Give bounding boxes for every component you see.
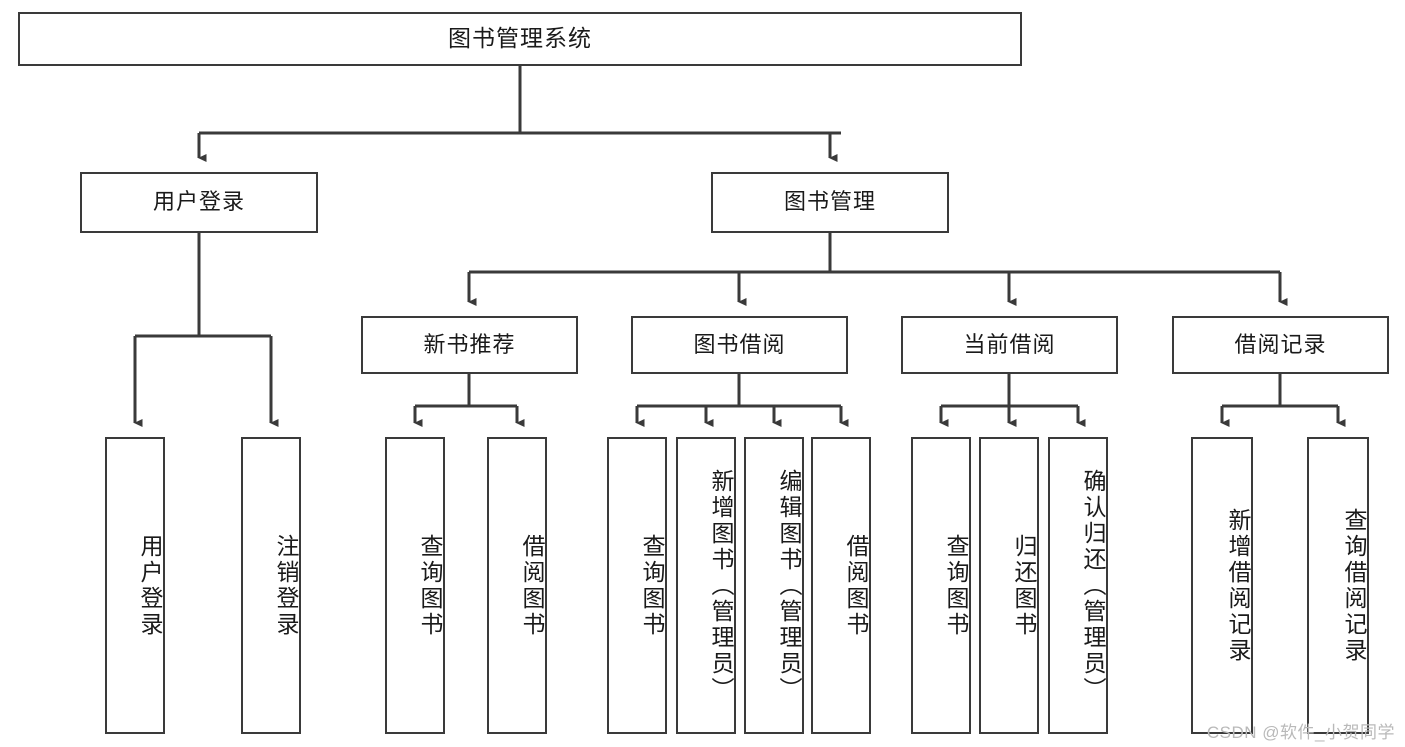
node-label: 借阅记录 <box>1234 331 1327 357</box>
leaf-new-book-borrow-book[interactable]: 借阅图书 <box>487 437 547 734</box>
node-label: 借阅图书 <box>519 533 545 638</box>
node-label: 新增图书（管理员） <box>708 468 734 703</box>
node-label: 归还图书 <box>1011 533 1037 638</box>
leaf-book-borrow-edit-book-admin[interactable]: 编辑图书（管理员） <box>744 437 804 734</box>
node-label: 当前借阅 <box>963 331 1056 357</box>
leaf-book-borrow-add-book-admin[interactable]: 新增图书（管理员） <box>676 437 736 734</box>
leaf-book-borrow-query-book[interactable]: 查询图书 <box>607 437 667 734</box>
node-label: 图书管理系统 <box>448 25 592 52</box>
node-book-borrowing[interactable]: 图书借阅 <box>631 316 848 374</box>
leaf-book-borrow-borrow-book[interactable]: 借阅图书 <box>811 437 871 734</box>
node-label: 图书管理 <box>783 189 876 215</box>
node-label: 新书推荐 <box>423 331 516 357</box>
leaf-new-book-query-book[interactable]: 查询图书 <box>385 437 445 734</box>
node-borrowing-record[interactable]: 借阅记录 <box>1172 316 1389 374</box>
leaf-current-borrow-return-book[interactable]: 归还图书 <box>979 437 1039 734</box>
leaf-user-login-logout[interactable]: 注销登录 <box>241 437 301 734</box>
node-label: 查询图书 <box>639 533 665 638</box>
node-label: 确认归还（管理员） <box>1080 468 1106 703</box>
node-new-book-recommendation[interactable]: 新书推荐 <box>361 316 578 374</box>
node-label: 用户登录 <box>152 189 245 215</box>
node-label: 借阅图书 <box>843 533 869 638</box>
node-label: 查询图书 <box>943 533 969 638</box>
node-label: 查询借阅记录 <box>1341 507 1367 664</box>
node-label: 新增借阅记录 <box>1225 507 1251 664</box>
node-current-borrowing[interactable]: 当前借阅 <box>901 316 1118 374</box>
node-book-management[interactable]: 图书管理 <box>711 172 949 233</box>
node-label: 图书借阅 <box>693 331 786 357</box>
node-user-login[interactable]: 用户登录 <box>80 172 318 233</box>
node-label: 注销登录 <box>273 533 299 638</box>
leaf-current-borrow-confirm-return-admin[interactable]: 确认归还（管理员） <box>1048 437 1108 734</box>
leaf-borrow-record-add-record[interactable]: 新增借阅记录 <box>1191 437 1253 734</box>
csdn-watermark: CSDN @软件_小贺同学 <box>1206 723 1395 742</box>
node-label: 用户登录 <box>137 533 163 638</box>
node-label: 查询图书 <box>417 533 443 638</box>
node-label: 编辑图书（管理员） <box>776 468 802 703</box>
leaf-user-login-login[interactable]: 用户登录 <box>105 437 165 734</box>
leaf-borrow-record-query-record[interactable]: 查询借阅记录 <box>1307 437 1369 734</box>
leaf-current-borrow-query-book[interactable]: 查询图书 <box>911 437 971 734</box>
node-root-library-management-system[interactable]: 图书管理系统 <box>18 12 1022 66</box>
